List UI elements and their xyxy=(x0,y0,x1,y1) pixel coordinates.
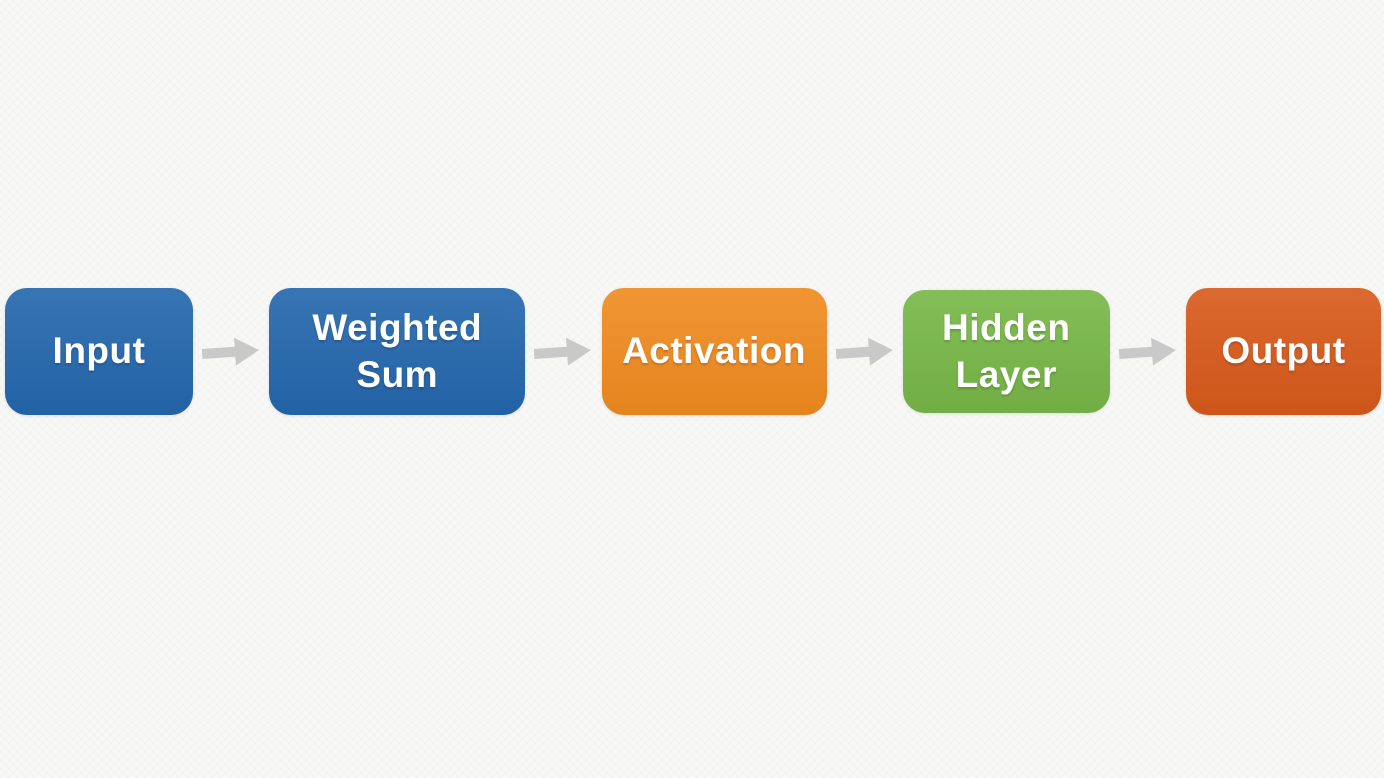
right-arrow-icon xyxy=(835,337,893,366)
node-input-label: Input xyxy=(52,330,146,372)
node-weighted-sum-label: Weighted Sum xyxy=(312,306,483,395)
node-input: Input xyxy=(5,288,193,415)
right-arrow-icon xyxy=(534,337,592,366)
node-hidden-layer-label: Hidden Layer xyxy=(942,306,1071,395)
edge-activation-to-hidden-layer xyxy=(827,288,903,415)
flowchart: Input Weighted Sum Activation Hidden Lay… xyxy=(5,288,1381,415)
node-activation: Activation xyxy=(601,288,827,415)
node-activation-label: Activation xyxy=(622,330,806,372)
node-weighted-sum: Weighted Sum xyxy=(269,288,526,415)
node-output: Output xyxy=(1186,288,1381,415)
node-hidden-layer: Hidden Layer xyxy=(902,290,1110,413)
node-output-label: Output xyxy=(1221,330,1346,372)
right-arrow-icon xyxy=(201,337,260,366)
right-arrow-icon xyxy=(1118,337,1176,366)
edge-weighted-sum-to-activation xyxy=(525,288,601,415)
edge-hidden-layer-to-output xyxy=(1110,288,1186,415)
edge-input-to-weighted-sum xyxy=(193,288,269,415)
